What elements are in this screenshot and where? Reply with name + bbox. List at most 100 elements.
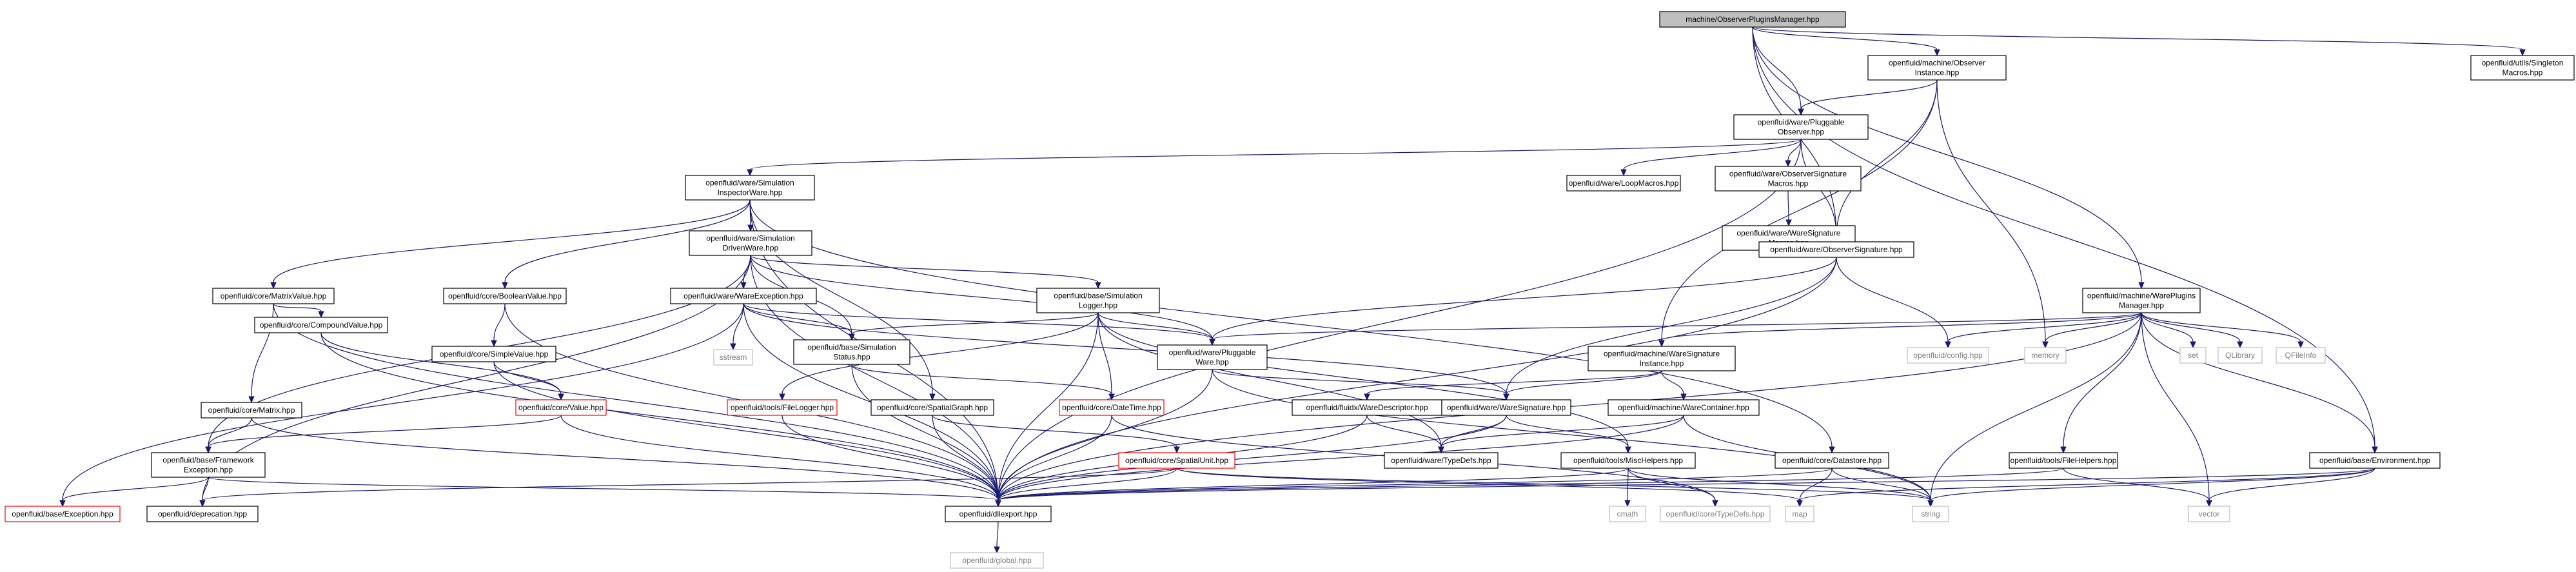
node-label: openfluid/core/DateTime.hpp: [1062, 403, 1161, 412]
node-label: openfluid/base/Exception.hpp: [12, 509, 113, 518]
node-label: openfluid/config.hpp: [1913, 351, 1983, 360]
node-box: [212, 288, 335, 304]
node-obssig[interactable]: openfluid/ware/ObserverSignature.hpp: [1758, 241, 1914, 258]
edge-obssig-to-waresig: [1503, 257, 1837, 401]
node-label: openfluid/tools/MiscHelpers.hpp: [1573, 456, 1683, 465]
node-string[interactable]: string: [1912, 506, 1949, 522]
node-matrix[interactable]: openfluid/core/Matrix.hpp: [201, 402, 302, 419]
edge-waredesc-to-waretypedefs: [1366, 415, 1444, 454]
node-waredesc[interactable]: openfluid/fluidx/WareDescriptor.hpp: [1292, 399, 1442, 416]
node-simplevalue[interactable]: openfluid/core/SimpleValue.hpp: [431, 346, 556, 362]
node-label: Observer.hpp: [1778, 128, 1824, 137]
node-matrixvalue[interactable]: openfluid/core/MatrixValue.hpp: [212, 288, 335, 304]
node-label: openfluid/tools/FileHelpers.hpp: [2011, 456, 2117, 465]
node-box: [1059, 399, 1165, 416]
node-spatialunit[interactable]: openfluid/core/SpatialUnit.hpp: [1118, 452, 1235, 469]
node-boolvalue[interactable]: openfluid/core/BooleanValue.hpp: [443, 288, 567, 304]
node-loopmacros[interactable]: openfluid/ware/LoopMacros.hpp: [1566, 175, 1681, 192]
edge-simlogger-to-filelogger: [779, 312, 1099, 401]
edge-wpm-to-qfileinfo: [2141, 312, 2304, 349]
node-value[interactable]: openfluid/core/Value.hpp: [515, 399, 607, 416]
node-box: [670, 288, 817, 304]
node-box: [431, 346, 556, 362]
node-baseexc[interactable]: openfluid/base/Exception.hpp: [5, 506, 121, 522]
node-qlibrary[interactable]: QLibrary: [2217, 347, 2263, 364]
node-root[interactable]: machine/ObserverPluginsManager.hpp: [1659, 11, 1846, 28]
edge-spatialgraph-to-spatialunit: [932, 415, 1180, 454]
node-label: openfluid/core/Matrix.hpp: [208, 406, 295, 415]
node-label: openfluid/machine/WareSignature: [1604, 350, 1720, 359]
node-label: openfluid/ware/TypeDefs.hpp: [1391, 456, 1491, 465]
node-label: openfluid/ware/ObserverSignature: [1729, 170, 1847, 179]
edge-wareexc-to-sstream: [730, 303, 744, 351]
edge-obsinst-to-obssig: [1833, 79, 1938, 243]
node-mischelpers[interactable]: openfluid/tools/MiscHelpers.hpp: [1560, 452, 1696, 469]
node-environment[interactable]: openfluid/base/Environment.hpp: [2309, 452, 2441, 469]
edge-pluggobs-to-obssigmacros: [1785, 139, 1802, 168]
node-label: openfluid/core/SpatialUnit.hpp: [1125, 456, 1228, 465]
node-box: [1775, 452, 1889, 469]
node-obssigmacros[interactable]: openfluid/ware/ObserverSignatureMacros.h…: [1715, 166, 1862, 192]
node-global[interactable]: openfluid/global.hpp: [950, 552, 1044, 569]
node-deprecation[interactable]: openfluid/deprecation.hpp: [146, 506, 259, 522]
edge-simlogger-to-simstatus: [849, 312, 1099, 341]
node-label: InspectorWare.hpp: [718, 188, 783, 197]
node-box: [727, 399, 838, 416]
edge-pluggobs-to-loopmacros: [1620, 139, 1802, 177]
node-wareexc[interactable]: openfluid/ware/WareException.hpp: [670, 288, 817, 304]
node-label: QLibrary: [2225, 351, 2255, 360]
node-filehelpers[interactable]: openfluid/tools/FileHelpers.hpp: [2009, 452, 2118, 469]
edge-spatialgraph-to-dllexport: [932, 415, 1001, 508]
node-waresigmacros[interactable]: openfluid/ware/WareSignatureMacros.hpp: [1722, 225, 1856, 251]
node-vector[interactable]: vector: [2188, 506, 2230, 522]
edge-wpm-to-filehelpers: [2060, 312, 2142, 454]
node-map[interactable]: map: [1785, 506, 1814, 522]
node-set[interactable]: set: [2179, 347, 2207, 364]
node-coretypedefs[interactable]: openfluid/core/TypeDefs.hpp: [1660, 506, 1771, 522]
node-waretypedefs[interactable]: openfluid/ware/TypeDefs.hpp: [1384, 452, 1499, 469]
edge-root-to-wpm: [1752, 26, 2145, 290]
edge-root-to-pluggobs: [1752, 26, 1804, 116]
node-filelogger[interactable]: openfluid/tools/FileLogger.hpp: [727, 399, 838, 416]
node-waresiginst[interactable]: openfluid/machine/WareSignatureInstance.…: [1588, 346, 1736, 371]
node-label: openfluid/core/SimpleValue.hpp: [440, 350, 549, 359]
node-datetime[interactable]: openfluid/core/DateTime.hpp: [1059, 399, 1165, 416]
node-cmath[interactable]: cmath: [1609, 506, 1646, 522]
node-compvalue[interactable]: openfluid/core/CompoundValue.hpp: [254, 317, 388, 333]
node-config[interactable]: openfluid/config.hpp: [1907, 347, 1989, 364]
node-datastore[interactable]: openfluid/core/Datastore.hpp: [1775, 452, 1889, 469]
node-label: openfluid/machine/Observer: [1889, 59, 1985, 68]
node-label: openfluid/base/Environment.hpp: [2319, 456, 2430, 465]
node-qfileinfo[interactable]: QFileInfo: [2276, 347, 2326, 364]
node-spatialgraph[interactable]: openfluid/core/SpatialGraph.hpp: [870, 399, 994, 416]
edge-pluggobs-to-siminsp: [747, 139, 1802, 177]
node-label: openfluid/ware/Simulation: [705, 179, 794, 188]
edge-wpm-to-string: [1927, 312, 2142, 508]
node-memory[interactable]: memory: [2024, 347, 2067, 364]
node-box: [1588, 346, 1736, 371]
node-warecontainer[interactable]: openfluid/machine/WareContainer.hpp: [1608, 399, 1760, 416]
node-sstream[interactable]: sstream: [713, 349, 753, 366]
node-dllexport[interactable]: openfluid/dllexport.hpp: [945, 506, 1052, 522]
node-label: sstream: [720, 353, 747, 362]
edge-simdriven-to-wareexc: [740, 255, 751, 290]
node-siminsp[interactable]: openfluid/ware/SimulationInspectorWare.h…: [685, 175, 815, 201]
node-box: [2179, 347, 2207, 364]
node-box: [2217, 347, 2263, 364]
node-waresig[interactable]: openfluid/ware/WareSignature.hpp: [1441, 399, 1571, 416]
node-label: QFileInfo: [2285, 351, 2317, 360]
node-label: openfluid/ware/ObserverSignature.hpp: [1770, 245, 1903, 254]
node-box: [1785, 506, 1814, 522]
node-box: [1912, 506, 1949, 522]
edges-layer: [59, 26, 2526, 554]
node-label: cmath: [1617, 509, 1638, 518]
